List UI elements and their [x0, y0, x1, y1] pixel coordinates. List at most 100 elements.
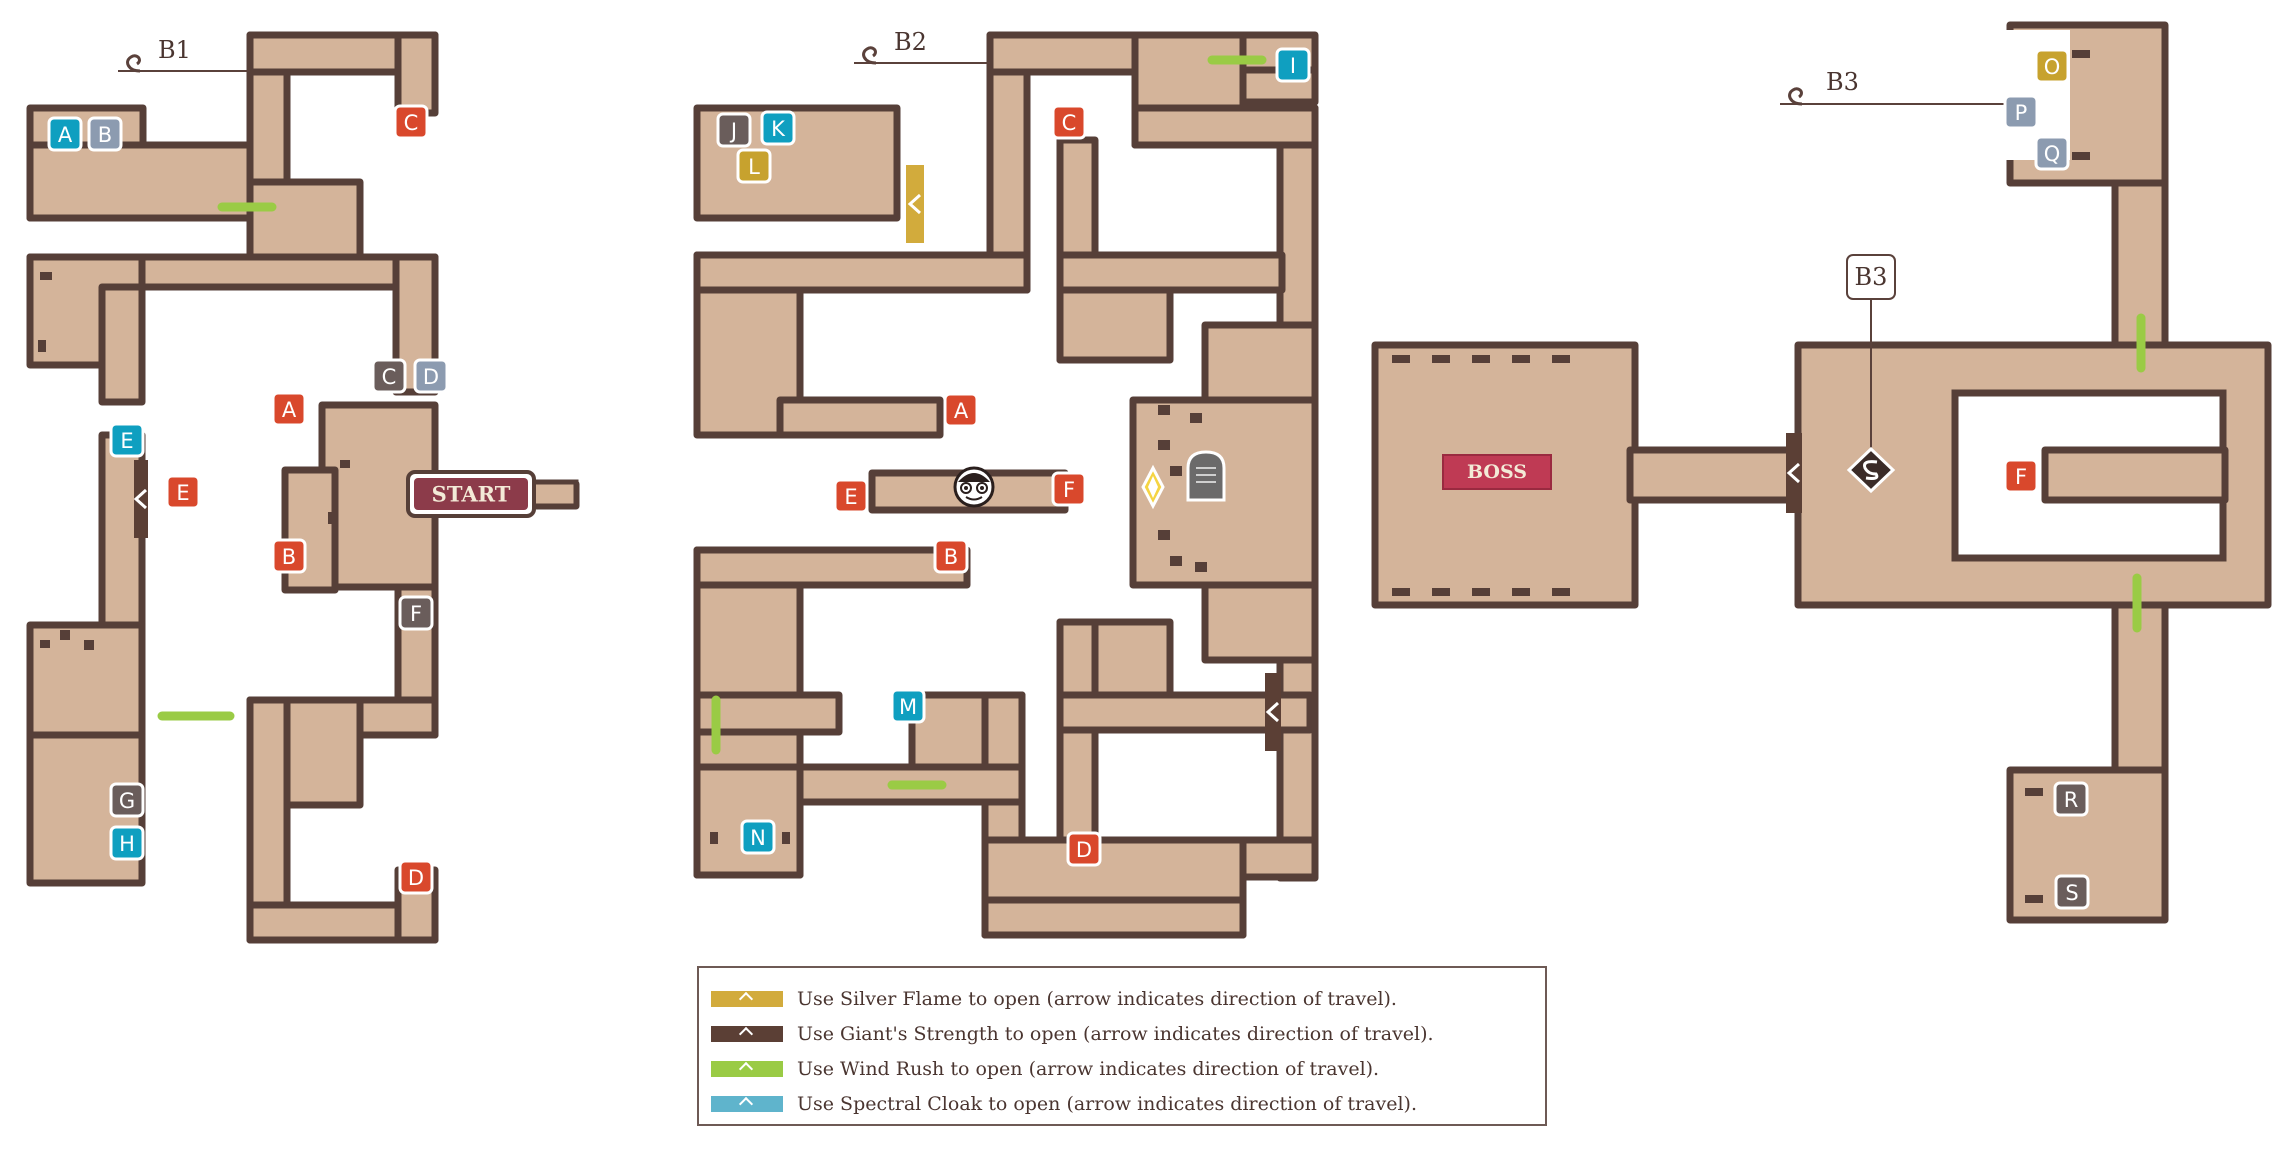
wall-mark [38, 340, 46, 352]
marker-badge [1275, 47, 1311, 83]
marker-letter: A [954, 399, 969, 423]
room [26, 141, 264, 222]
gate-arrow-icon [133, 488, 148, 510]
marker-letter: A [58, 123, 73, 147]
room [2041, 446, 2229, 504]
swirl-icon [1788, 87, 1803, 106]
marker-red-d: D [1066, 831, 1102, 867]
room [693, 546, 971, 589]
wall-mark [1552, 588, 1570, 596]
legend-text: Use Silver Flame to open (arrow indicate… [797, 988, 1397, 1010]
marker-badge [109, 422, 145, 458]
wind-rush-swatch [711, 1061, 783, 1077]
room [98, 283, 146, 406]
wall-mark [340, 460, 350, 468]
wall-mark [60, 630, 70, 640]
marker-letter: R [2064, 788, 2079, 812]
marker-teal-h: H [109, 825, 145, 861]
marker-letter: I [1290, 54, 1296, 78]
floor-b1 [26, 31, 580, 944]
marker-red-a: A [271, 391, 307, 427]
marker-letter: E [176, 481, 189, 505]
room [246, 178, 364, 266]
marker-letter: F [410, 602, 422, 626]
start-label: START [432, 482, 511, 507]
marker-badge [1051, 104, 1087, 140]
floor-b2 [693, 31, 1319, 939]
marker-letter: D [408, 866, 424, 890]
marker-gray-j: J [716, 112, 752, 148]
marker-letter: P [2015, 101, 2028, 125]
marker-teal-a: A [47, 116, 83, 152]
spectral-cloak-swatch [711, 1096, 783, 1112]
marker-red-f: F [1051, 471, 1087, 507]
marker-letter: E [120, 429, 133, 453]
wall-mark [1432, 355, 1450, 363]
marker-badge [2034, 48, 2070, 84]
wall-mark [328, 512, 336, 524]
marker-badge [2053, 781, 2089, 817]
marker-teal-n: N [740, 819, 776, 855]
marker-badge [109, 782, 145, 818]
marker-badge [271, 391, 307, 427]
wall-mark [2072, 50, 2090, 58]
wall-mark [40, 640, 50, 648]
wall-mark [1512, 355, 1530, 363]
marker-badge [165, 474, 201, 510]
marker-letter: D [423, 365, 439, 389]
start-sign-plate [414, 478, 528, 510]
gate-arrow-icon [907, 193, 922, 215]
floor-label-b1: B1 [118, 36, 250, 73]
silver-flame-swatch [711, 991, 783, 1007]
wall-mark [1158, 530, 1170, 540]
marker-badge [833, 478, 869, 514]
gate-arrow-icon [1265, 701, 1280, 723]
legend-text: Use Spectral Cloak to open (arrow indica… [797, 1093, 1417, 1115]
floor-title-b3: B3 [1826, 68, 1859, 96]
room [1626, 446, 1804, 504]
floor-label-b2: B2 [854, 28, 990, 65]
marker-letter: F [2015, 465, 2027, 489]
room [394, 31, 439, 117]
marker-badge [740, 819, 776, 855]
wall-mark [1472, 355, 1490, 363]
marker-badge [371, 358, 407, 394]
marker-red-e: E [165, 474, 201, 510]
marker-badge [716, 112, 752, 148]
stairs-label-box [1846, 254, 1896, 300]
wall-mark [2025, 788, 2043, 796]
marker-badge [47, 116, 83, 152]
gate-arrow-icon [1786, 462, 1801, 484]
giants-strength-gate [134, 460, 148, 538]
marker-letter: A [282, 398, 297, 422]
marker-badge [2003, 94, 2039, 130]
floor-title-b2: B2 [894, 28, 927, 56]
marker-red-c: C [1051, 104, 1087, 140]
marker-red-d: D [398, 859, 434, 895]
marker-badge [933, 538, 969, 574]
marker-red-c: C [393, 104, 429, 140]
marker-red-b: B [933, 538, 969, 574]
marker-badge [398, 595, 434, 631]
legend-row-spectral-cloak: Use Spectral Cloak to open (arrow indica… [711, 1089, 1417, 1119]
marker-letter: H [119, 832, 135, 856]
save-point-icon [1141, 464, 1165, 510]
tombstone-icon [1186, 450, 1226, 502]
legend-box: Use Silver Flame to open (arrow indicate… [697, 966, 1547, 1126]
marker-letter: B [944, 545, 958, 569]
marker-letter: B [282, 545, 296, 569]
marker-letter: D [1076, 838, 1092, 862]
wall-mark [1512, 588, 1530, 596]
marker-gold-l: L [736, 148, 772, 184]
wall-mark [1392, 355, 1410, 363]
wall-mark [1472, 588, 1490, 596]
stairs-b3-marker: B3 [1846, 254, 1896, 494]
marker-letter: N [750, 826, 766, 850]
marker-badge [87, 116, 123, 152]
giants-strength-gate [1786, 433, 1802, 513]
wall-mark [1392, 588, 1410, 596]
marker-slate-d: D [413, 358, 449, 394]
marker-letter: C [404, 111, 419, 135]
swirl-icon [862, 46, 877, 65]
